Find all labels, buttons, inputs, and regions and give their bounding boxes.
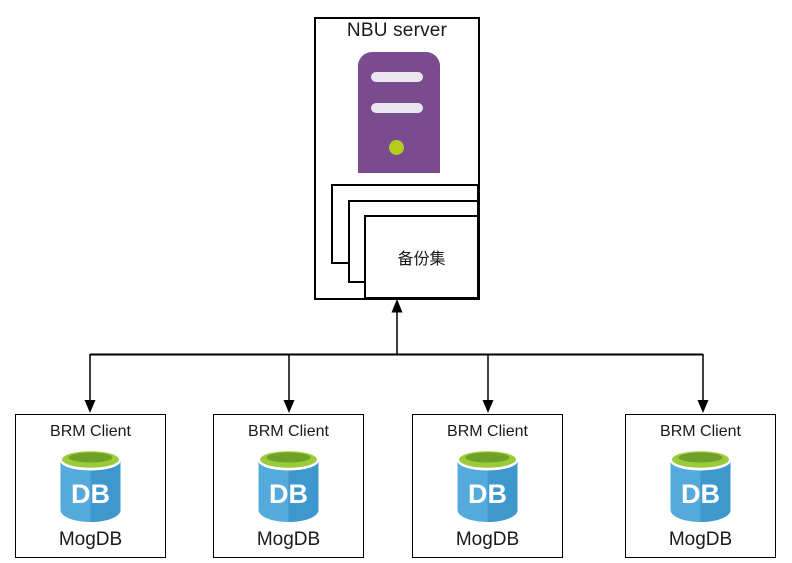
arrowhead-down-icon [84, 400, 96, 413]
server-tower-icon [358, 52, 440, 173]
mogdb-label: MogDB [668, 529, 733, 550]
database-icon: DB [60, 450, 121, 522]
arrowhead-down-icon [697, 400, 709, 413]
mogdb-label: MogDB [256, 529, 321, 550]
arrowhead-down-icon [482, 400, 494, 413]
brm-client-box: BRM Client DB MogDB [625, 414, 776, 558]
server-slot-icon [371, 72, 423, 82]
database-icon: DB [457, 450, 518, 522]
database-icon: DB [670, 450, 731, 522]
brm-client-box: BRM Client DB MogDB [412, 414, 563, 558]
arrowhead-up-icon [391, 299, 403, 313]
database-icon: DB [258, 450, 319, 522]
db-badge: DB [681, 479, 720, 509]
db-badge: DB [269, 479, 308, 509]
brm-client-title: BRM Client [50, 423, 131, 440]
server-led-icon [389, 140, 404, 155]
brm-client-box: BRM Client DB MogDB [15, 414, 166, 558]
nbu-server-title: NBU server [346, 20, 448, 41]
brm-client-title: BRM Client [447, 423, 528, 440]
backup-set-label: 备份集 [364, 215, 479, 299]
brm-client-box: BRM Client DB MogDB [213, 414, 364, 558]
brm-client-title: BRM Client [248, 423, 329, 440]
brm-client-title: BRM Client [660, 423, 741, 440]
db-badge: DB [71, 479, 110, 509]
mogdb-label: MogDB [58, 529, 123, 550]
arrowhead-down-icon [283, 400, 295, 413]
server-slot-icon [371, 103, 423, 113]
db-badge: DB [468, 479, 507, 509]
mogdb-label: MogDB [455, 529, 520, 550]
